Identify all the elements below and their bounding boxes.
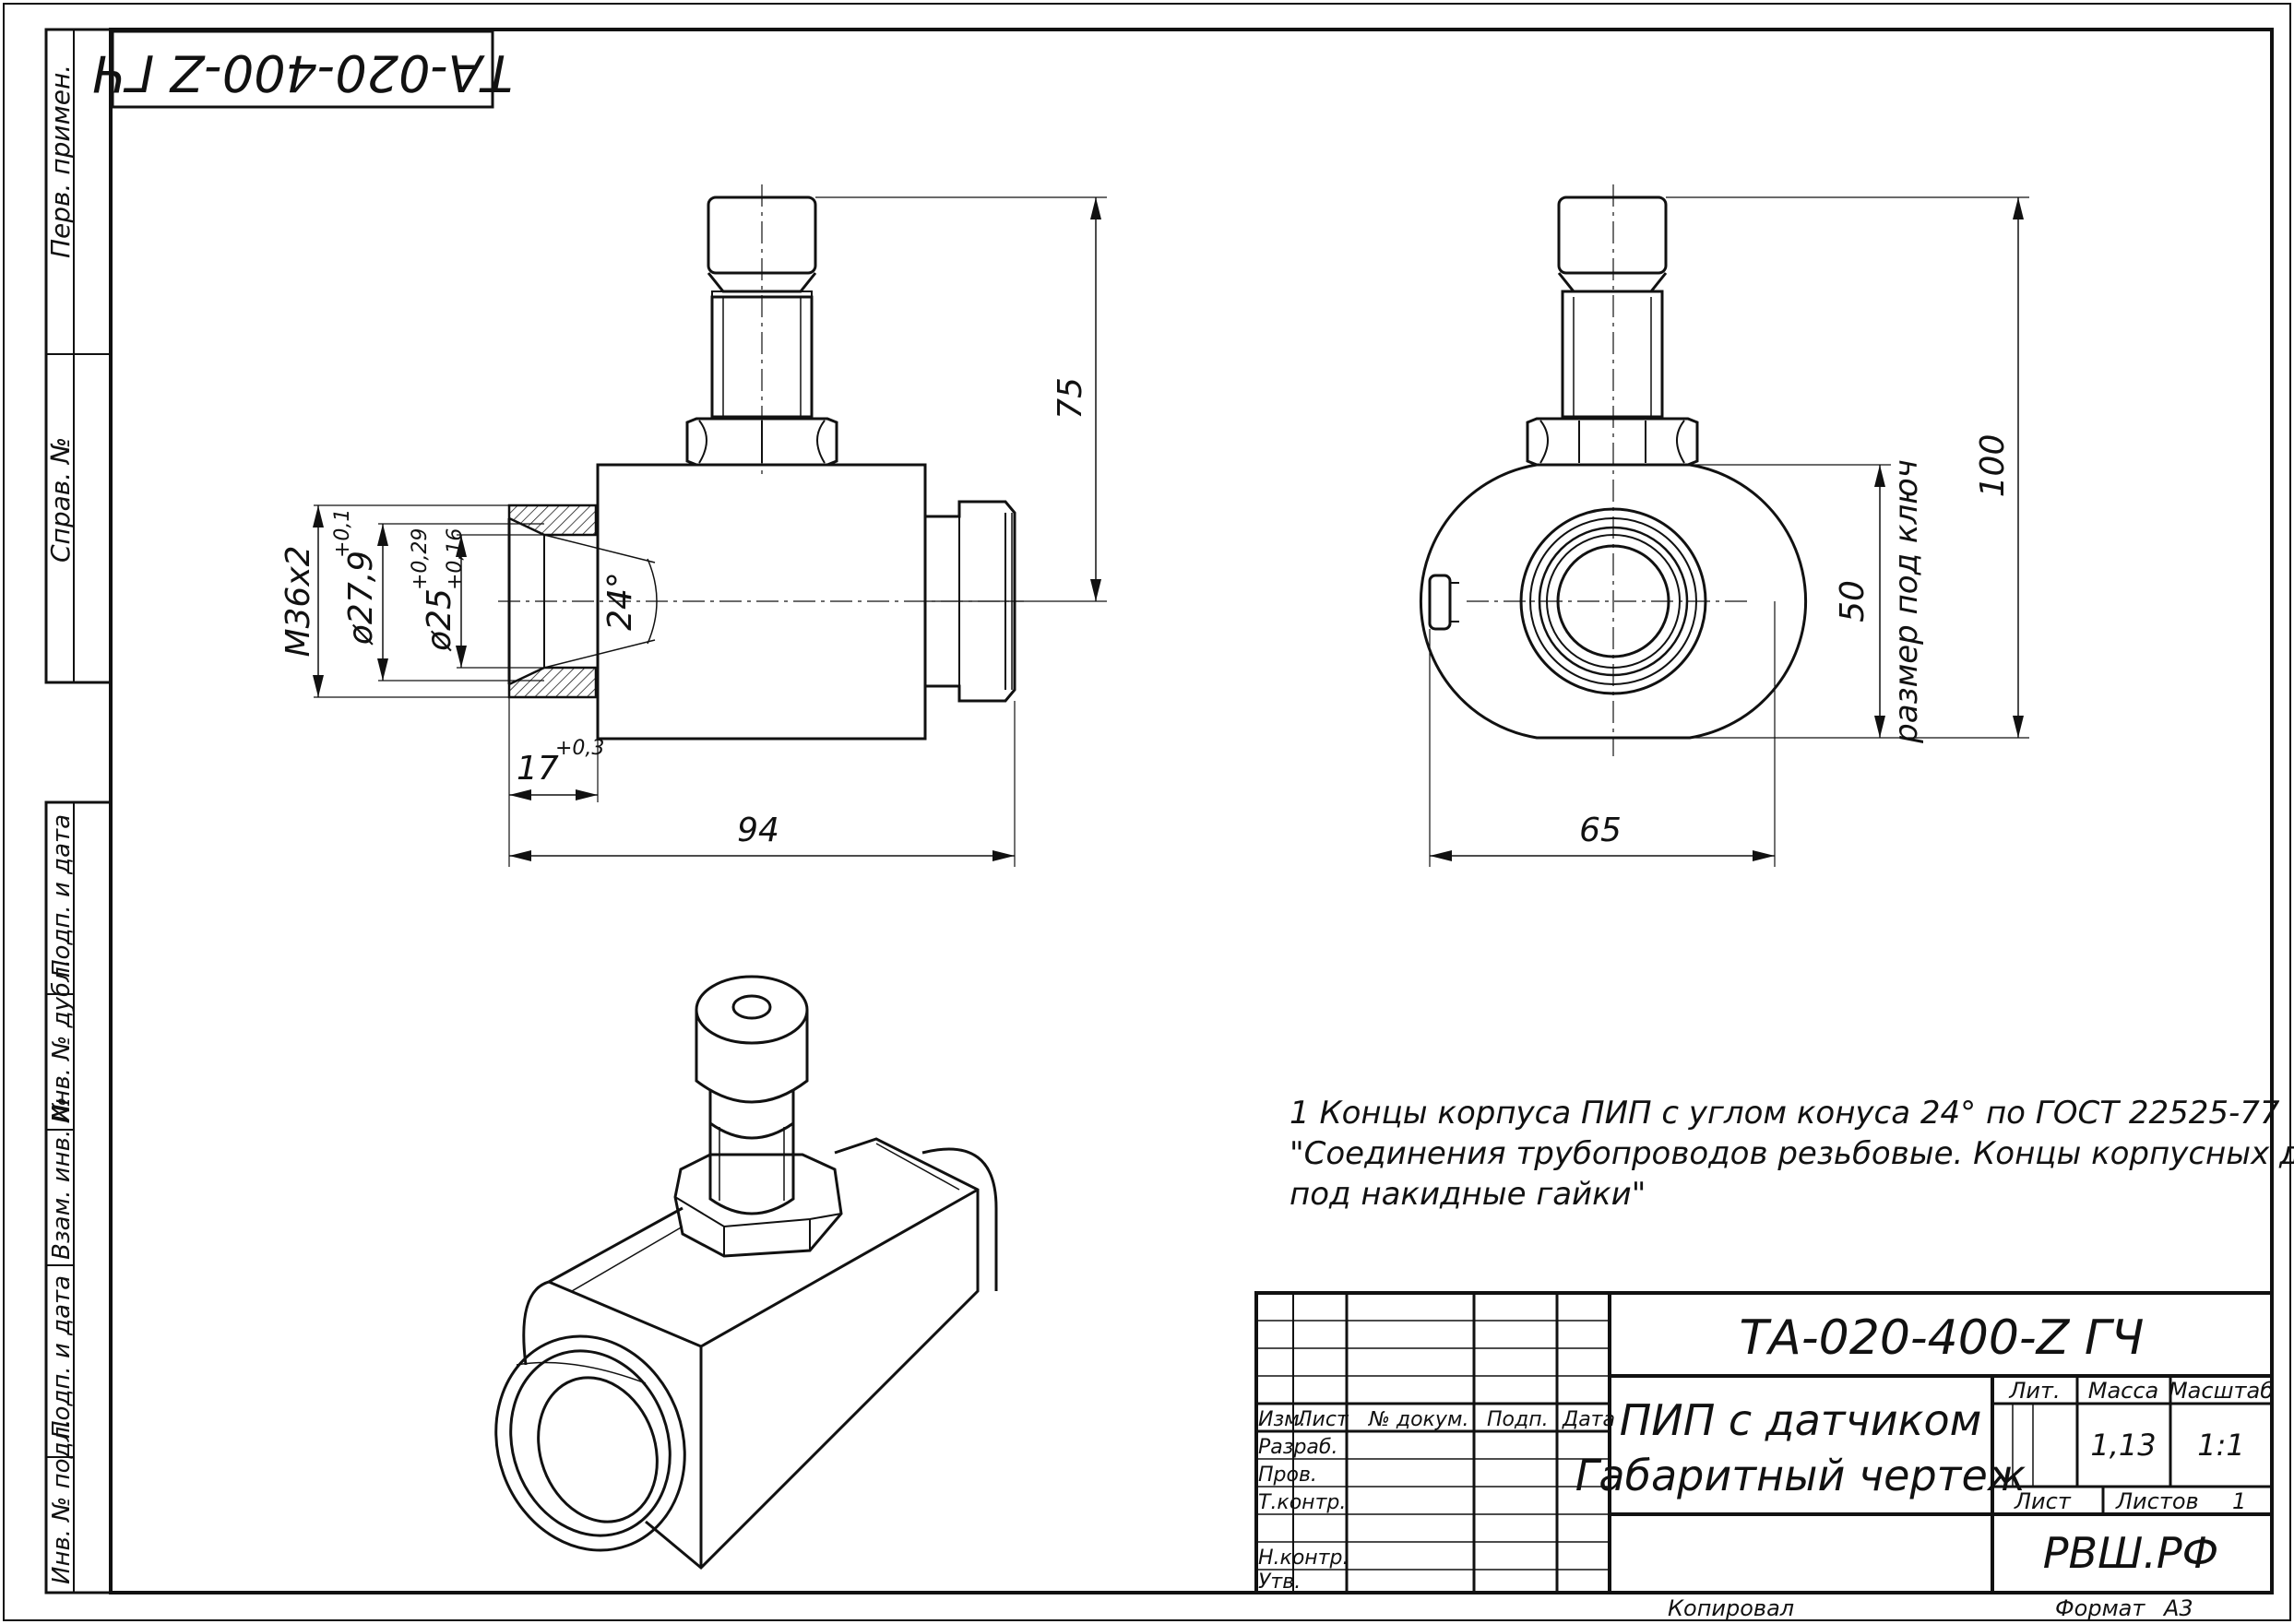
dim-100: 100 [1974,434,2012,498]
sheet-frame [3,3,2291,1621]
dim-d279-tol: +0,1 [331,509,354,558]
front-view [498,184,1024,741]
footer-format-value: А3 [2162,1595,2193,1621]
title-block [1254,1291,2274,1594]
rotated-code-box [111,30,494,109]
row-nkontr: Н.контр. [1258,1547,1349,1570]
note-line-2: "Соединения трубопроводов резьбовые. Кон… [1290,1135,2294,1172]
dim-65: 65 [1579,812,1622,849]
lit-label: Лит. [2008,1378,2060,1404]
massa-value: 1,13 [2090,1428,2156,1463]
row-razrab: Разраб. [1258,1436,1337,1459]
dim-50: 50 [1834,580,1872,622]
col-dokum: № докум. [1368,1408,1468,1431]
col-izm: Изм. [1258,1408,1306,1431]
dim-17: 17 [517,750,559,788]
margin-vzam-inv-no: Взам. инв. № [48,1096,76,1260]
row-utv: Утв. [1258,1571,1301,1594]
margin-inv-no-podl: Инв. № подл. [48,1419,76,1584]
side-view [1419,184,1808,756]
listov-value: 1 [2232,1488,2246,1514]
isometric-view [494,975,998,1571]
title-block-name-line1: ПИП с датчиком [1620,1395,1982,1445]
col-data: Дата [1562,1408,1615,1431]
col-list: Лист [1296,1408,1349,1431]
left-margin-top [44,28,113,684]
dim-94: 94 [737,812,779,849]
title-block-code: ТА-020-400-Z ГЧ [1740,1310,2145,1366]
listov-label: Листов [2115,1488,2199,1514]
dim-d25-tol-low: +0,16 [444,528,467,590]
row-prov: Пров. [1258,1464,1317,1487]
dim-m36: M36x2 [279,545,317,657]
row-tkontr: Т.контр. [1258,1491,1346,1514]
left-margin-bottom [44,800,113,1594]
dim-75: 75 [1052,377,1089,420]
dim-17-tol: +0,3 [555,737,604,760]
rotated-drawing-code: ТА-020-400-Z ГЧ [92,43,513,101]
masshtab-label: Масштаб [2169,1378,2274,1404]
margin-perv-primen: Перв. примен. [45,65,76,258]
margin-podp-data-bottom: Подп. и дата [48,1275,76,1439]
technical-notes: 1 Концы корпуса ПИП с углом конуса 24° п… [1290,1095,2294,1213]
col-podp: Подп. [1487,1408,1549,1431]
title-block-name-line2: Габаритный чертеж [1575,1451,2027,1500]
margin-sprav-no: Справ. № [45,437,76,563]
side-view-dimensions [1429,196,2029,867]
note-line-1: 1 Концы корпуса ПИП с углом конуса 24° п… [1290,1095,2280,1132]
margin-inv-no-dubl: Инв. № дубл. [48,959,76,1123]
masshtab-value: 1:1 [2197,1428,2245,1463]
note-line-3: под накидные гайки" [1290,1176,1646,1213]
margin-podp-data-top: Подп. и дата [48,814,76,978]
list-label: Лист [2014,1488,2072,1514]
dim-d279: ø27,9 [342,551,380,646]
dim-d25-tol-up: +0,29 [409,528,432,590]
dim-d25: ø25 [421,588,458,652]
footer-kopiroval: Копировал [1668,1595,1794,1621]
front-view-dimensions [313,196,1107,867]
organization: РВШ.РФ [2043,1528,2218,1578]
dim-wrench-size: размер под ключ [1888,459,1925,744]
dim-24deg: 24° [601,572,639,631]
footer-format-label: Формат [2055,1595,2145,1621]
massa-label: Масса [2088,1378,2159,1404]
